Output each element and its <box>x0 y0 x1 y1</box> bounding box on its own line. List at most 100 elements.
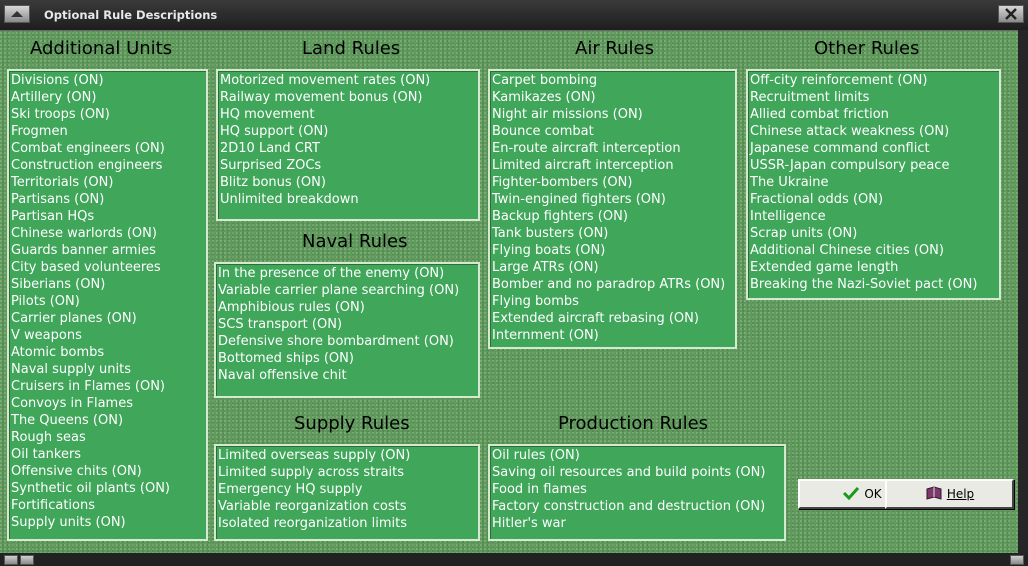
rule-item[interactable]: Japanese command conflict <box>750 141 930 156</box>
rule-item[interactable]: Isolated reorganization limits <box>218 516 408 531</box>
help-button-label: Help <box>946 487 975 501</box>
rule-item[interactable]: Frogmen <box>11 124 68 139</box>
rule-item[interactable]: Carpet bombing <box>492 73 598 88</box>
rule-item[interactable]: V weapons <box>11 328 82 343</box>
land-rules-list[interactable]: Motorized movement rates (ON) Railway mov… <box>216 69 480 221</box>
window-menu-icon <box>11 11 23 17</box>
rule-item[interactable]: Fortifications <box>11 498 95 513</box>
rule-item[interactable]: HQ movement <box>220 107 315 122</box>
rule-item[interactable]: Defensive shore bombardment (ON) <box>218 334 454 349</box>
help-button[interactable]: Help <box>885 479 1014 509</box>
rule-item[interactable]: Guards banner armies <box>11 243 156 258</box>
rule-item[interactable]: Siberians (ON) <box>11 277 106 292</box>
window-menu-button[interactable] <box>4 5 30 23</box>
rule-item[interactable]: Partisans (ON) <box>11 192 105 207</box>
rule-item[interactable]: SCS transport (ON) <box>218 317 343 332</box>
rule-item[interactable]: Naval supply units <box>11 362 132 377</box>
land-rules-heading: Land Rules <box>302 38 401 59</box>
scroll-right-button[interactable] <box>20 555 34 565</box>
rule-item[interactable]: Rough seas <box>11 430 86 445</box>
rule-item[interactable]: Backup fighters (ON) <box>492 209 628 224</box>
rule-item[interactable]: The Queens (ON) <box>11 413 124 428</box>
rule-item[interactable]: Bottomed ships (ON) <box>218 351 354 366</box>
rule-item[interactable]: Synthetic oil plants (ON) <box>11 481 170 496</box>
ok-button-label: OK <box>864 487 882 501</box>
rule-item[interactable]: Divisions (ON) <box>11 73 104 88</box>
rule-item[interactable]: Flying boats (ON) <box>492 243 606 258</box>
rule-item[interactable]: Motorized movement rates (ON) <box>220 73 431 88</box>
rule-item[interactable]: 2D10 Land CRT <box>220 141 320 156</box>
rule-item[interactable]: Saving oil resources and build points (O… <box>492 465 766 480</box>
rule-item[interactable]: Railway movement bonus (ON) <box>220 90 423 105</box>
rule-item[interactable]: Food in flames <box>492 482 587 497</box>
supply-rules-list[interactable]: Limited overseas supply (ON) Limited supp… <box>214 444 480 541</box>
rule-item[interactable]: Surprised ZOCs <box>220 158 322 173</box>
rule-item[interactable]: Blitz bonus (ON) <box>220 175 326 190</box>
rule-item[interactable]: Extended aircraft rebasing (ON) <box>492 311 699 326</box>
rule-item[interactable]: Night air missions (ON) <box>492 107 643 122</box>
rule-item[interactable]: Artillery (ON) <box>11 90 97 105</box>
rule-item[interactable]: USSR-Japan compulsory peace <box>750 158 950 173</box>
rule-item[interactable]: Twin-engined fighters (ON) <box>492 192 666 207</box>
rule-item[interactable]: Ski troops (ON) <box>11 107 110 122</box>
rule-item[interactable]: Partisan HQs <box>11 209 95 224</box>
rule-item[interactable]: Oil rules (ON) <box>492 448 580 463</box>
rule-item[interactable]: Offensive chits (ON) <box>11 464 142 479</box>
rule-item[interactable]: Amphibious rules (ON) <box>218 300 365 315</box>
rule-item[interactable]: En-route aircraft interception <box>492 141 681 156</box>
rule-item[interactable]: Allied combat friction <box>750 107 889 122</box>
close-button[interactable] <box>998 5 1024 23</box>
rule-item[interactable]: Convoys in Flames <box>11 396 133 411</box>
rule-item[interactable]: City based volunteeres <box>11 260 161 275</box>
rule-item[interactable]: Recruitment limits <box>750 90 870 105</box>
rule-item[interactable]: Bounce combat <box>492 124 594 139</box>
rule-item[interactable]: Intelligence <box>750 209 826 224</box>
rule-item[interactable]: Atomic bombs <box>11 345 105 360</box>
rule-item[interactable]: Factory construction and destruction (ON… <box>492 499 766 514</box>
rule-item[interactable]: Hitler's war <box>492 516 566 531</box>
rule-item[interactable]: Chinese attack weakness (ON) <box>750 124 950 139</box>
rule-item[interactable]: Naval offensive chit <box>218 368 347 383</box>
window-edge <box>1018 30 1028 553</box>
rule-item[interactable]: Breaking the Nazi-Soviet pact (ON) <box>750 277 978 292</box>
rule-item[interactable]: The Ukraine <box>750 175 829 190</box>
scroll-left-button[interactable] <box>4 555 18 565</box>
rule-item[interactable]: Bomber and no paradrop ATRs (ON) <box>492 277 726 292</box>
rule-item[interactable]: HQ support (ON) <box>220 124 329 139</box>
naval-rules-list[interactable]: In the presence of the enemy (ON) Variabl… <box>214 262 480 398</box>
rule-item[interactable]: Oil tankers <box>11 447 82 462</box>
rule-item[interactable]: Internment (ON) <box>492 328 599 343</box>
rule-item[interactable]: Fighter-bombers (ON) <box>492 175 633 190</box>
resize-grip[interactable] <box>1010 555 1024 565</box>
rule-item[interactable]: Large ATRs (ON) <box>492 260 599 275</box>
rule-item[interactable]: Combat engineers (ON) <box>11 141 165 156</box>
rule-item[interactable]: Extended game length <box>750 260 899 275</box>
rule-item[interactable]: Emergency HQ supply <box>218 482 363 497</box>
rule-item[interactable]: In the presence of the enemy (ON) <box>218 266 445 281</box>
rule-item[interactable]: Variable reorganization costs <box>218 499 407 514</box>
rule-item[interactable]: Scrap units (ON) <box>750 226 858 241</box>
additional-units-list[interactable]: Divisions (ON) Artillery (ON) Ski troops (… <box>7 69 208 541</box>
rule-item[interactable]: Fractional odds (ON) <box>750 192 884 207</box>
rule-item[interactable]: Off-city reinforcement (ON) <box>750 73 928 88</box>
other-rules-list[interactable]: Off-city reinforcement (ON) Recruitment l… <box>746 69 1001 300</box>
rule-item[interactable]: Variable carrier plane searching (ON) <box>218 283 460 298</box>
rule-item[interactable]: Unlimited breakdown <box>220 192 359 207</box>
window-title: Optional Rule Descriptions <box>44 8 218 22</box>
rule-item[interactable]: Kamikazes (ON) <box>492 90 596 105</box>
production-rules-list[interactable]: Oil rules (ON) Saving oil resources and b… <box>488 444 786 541</box>
rule-item[interactable]: Limited overseas supply (ON) <box>218 448 411 463</box>
rule-item[interactable]: Cruisers in Flames (ON) <box>11 379 166 394</box>
rule-item[interactable]: Limited aircraft interception <box>492 158 674 173</box>
rule-item[interactable]: Tank busters (ON) <box>492 226 609 241</box>
rule-item[interactable]: Construction engineers <box>11 158 163 173</box>
rule-item[interactable]: Pilots (ON) <box>11 294 80 309</box>
rule-item[interactable]: Additional Chinese cities (ON) <box>750 243 944 258</box>
rule-item[interactable]: Territorials (ON) <box>11 175 114 190</box>
rule-item[interactable]: Flying bombs <box>492 294 579 309</box>
rule-item[interactable]: Carrier planes (ON) <box>11 311 137 326</box>
rule-item[interactable]: Limited supply across straits <box>218 465 405 480</box>
rule-item[interactable]: Chinese warlords (ON) <box>11 226 157 241</box>
rule-item[interactable]: Supply units (ON) <box>11 515 126 530</box>
